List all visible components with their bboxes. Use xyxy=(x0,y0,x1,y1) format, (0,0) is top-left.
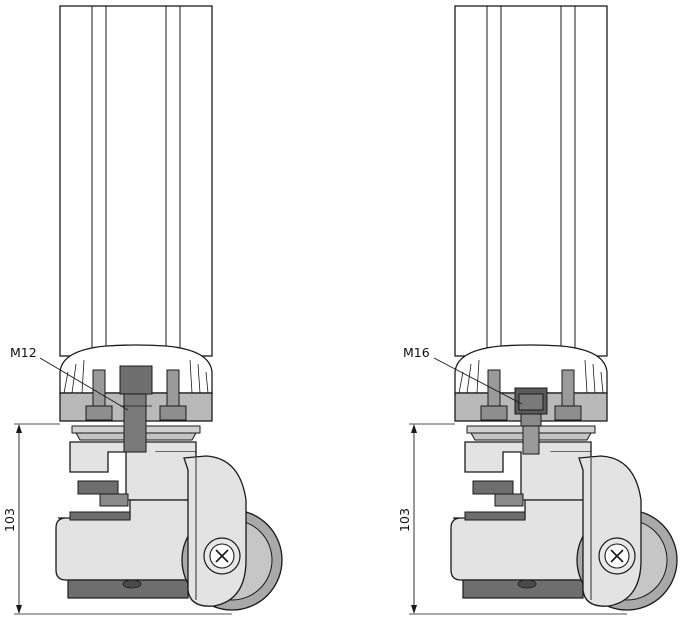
leader-line-m16 xyxy=(433,357,523,405)
view-right: M16 103 xyxy=(397,5,678,615)
view-left: M12 103 xyxy=(2,5,283,615)
leader-line-m12 xyxy=(39,357,129,411)
dimension-label-right: 103 xyxy=(397,508,412,532)
dimension-label-left: 103 xyxy=(2,508,17,532)
thread-label-m12: M12 xyxy=(10,345,37,360)
thread-label-m16: M16 xyxy=(403,345,430,360)
